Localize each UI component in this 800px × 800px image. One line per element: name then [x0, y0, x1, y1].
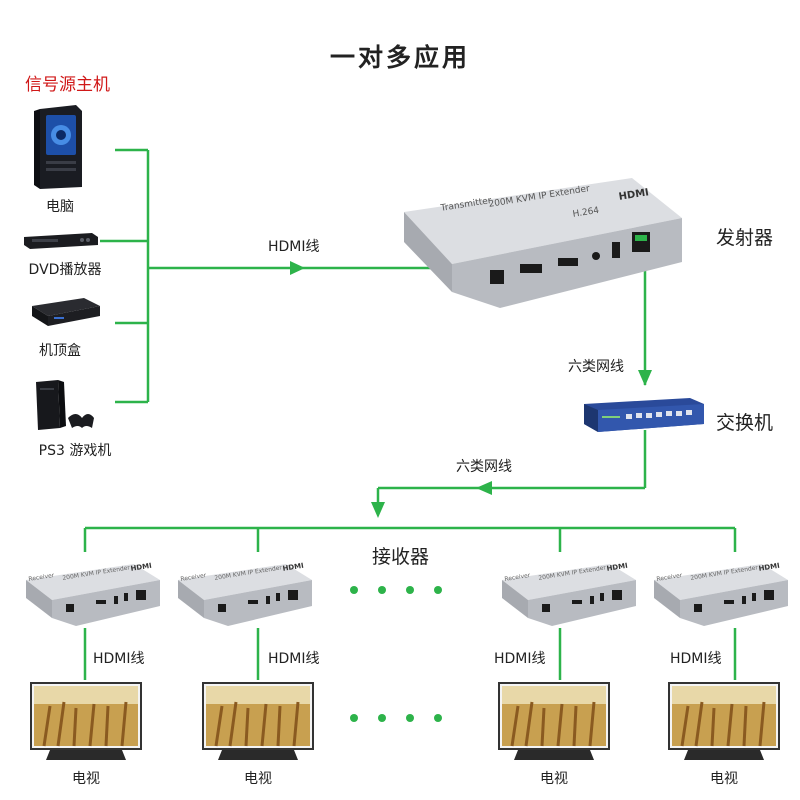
tv-label-3: 电视 — [540, 771, 568, 787]
receiver-label: 接收器 — [372, 546, 430, 568]
source-label-ps3: PS3 游戏机 — [38, 443, 112, 459]
receiver-device-1 — [26, 564, 160, 626]
cat6-label-upper: 六类网线 — [568, 359, 624, 375]
dvd-player-icon — [24, 233, 98, 249]
network-switch-icon — [584, 398, 704, 432]
source-heading: 信号源主机 — [25, 75, 110, 95]
cat6-label-lower: 六类网线 — [456, 459, 512, 475]
receiver-device-3 — [502, 564, 636, 626]
pc-tower-icon — [34, 105, 82, 189]
ellipsis-dot — [378, 714, 386, 722]
tv-label-4: 电视 — [710, 771, 738, 787]
switch-label: 交换机 — [716, 412, 774, 434]
hdmi-cable-label-input: HDMI线 — [268, 239, 320, 255]
diagram-title: 一对多应用 — [329, 43, 470, 72]
hdmi-cable-label-4: HDMI线 — [670, 651, 722, 667]
source-label-pc: 电脑 — [46, 199, 74, 215]
hdmi-cable-label-1: HDMI线 — [93, 651, 145, 667]
tv-icon — [498, 682, 610, 760]
source-label-stb: 机顶盒 — [39, 343, 81, 359]
ellipsis-dot — [350, 714, 358, 722]
receiver-device-4 — [654, 564, 788, 626]
ellipsis-dot — [406, 714, 414, 722]
hdmi-cable-label-3: HDMI线 — [494, 651, 546, 667]
receiver-device-2 — [178, 564, 312, 626]
tv-icon — [202, 682, 314, 760]
tv-label-1: 电视 — [72, 771, 100, 787]
transmitter-device — [404, 178, 682, 308]
set-top-box-icon — [32, 298, 100, 326]
ellipsis-dot — [406, 586, 414, 594]
ellipsis-dot — [434, 586, 442, 594]
ellipsis-dot — [378, 586, 386, 594]
tv-icon — [30, 682, 142, 760]
transmitter-label: 发射器 — [716, 227, 774, 249]
source-label-dvd: DVD播放器 — [28, 262, 102, 278]
ellipsis-dot — [434, 714, 442, 722]
ellipsis-dot — [350, 586, 358, 594]
tv-label-2: 电视 — [244, 771, 272, 787]
hdmi-cable-label-2: HDMI线 — [268, 651, 320, 667]
tv-icon — [668, 682, 780, 760]
game-console-icon — [36, 380, 94, 430]
